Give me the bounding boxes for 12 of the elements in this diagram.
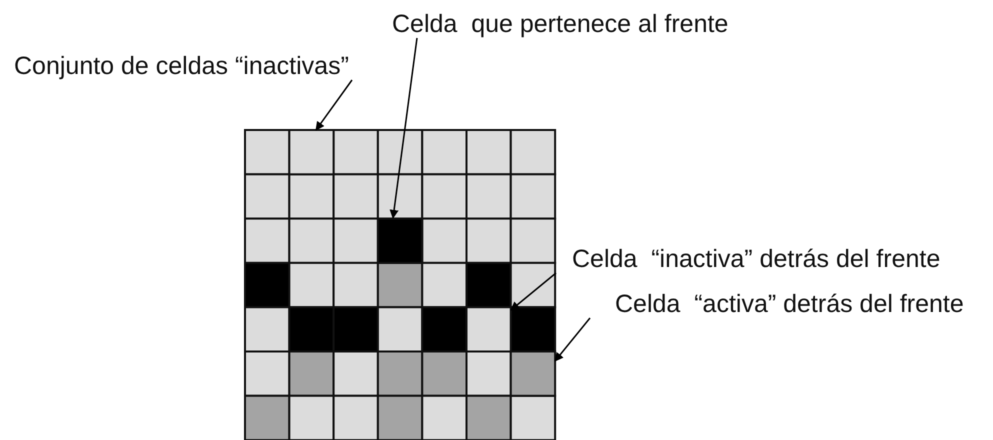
callout-text: Conjunto de celdas “inactivas”: [14, 52, 349, 80]
callout-text: Celda “activa” detrás del frente: [615, 290, 964, 318]
leader-arrow: [554, 318, 591, 362]
grid-cell: [466, 306, 512, 352]
leader-arrow: [510, 272, 556, 311]
leader-arrow: [315, 80, 353, 131]
callout-text: Celda que pertenece al frente: [392, 10, 728, 38]
leader-arrow: [390, 38, 418, 219]
callout-text: Celda “inactiva” detrás del frente: [572, 245, 940, 273]
grid-cell: [510, 350, 556, 397]
grid-cell: [288, 129, 335, 176]
grid-cell: [376, 218, 424, 264]
